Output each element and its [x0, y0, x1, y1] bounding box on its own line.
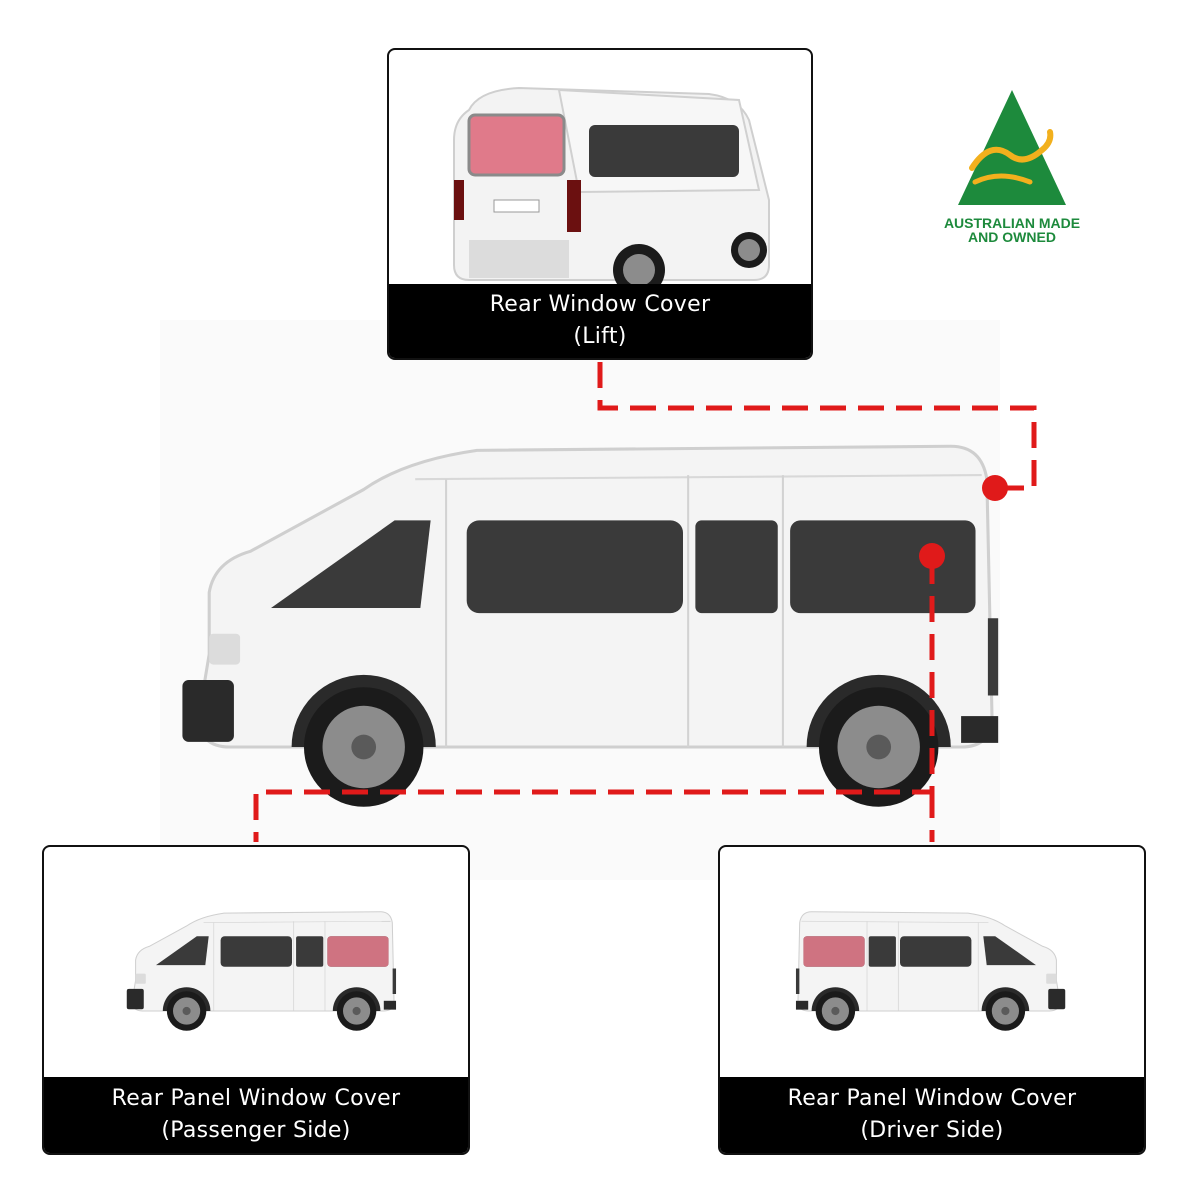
logo-text-line1: AUSTRALIAN MADE — [944, 215, 1080, 231]
connector-passenger — [253, 558, 935, 842]
card-driver-side: Rear Panel Window Cover (Driver Side) — [718, 845, 1146, 1155]
logo-text-line2: AND OWNED — [968, 229, 1056, 245]
connector-rear — [597, 362, 1037, 491]
rear-van-thumbnail — [452, 86, 771, 288]
caption-rear-line1: Rear Window Cover — [489, 292, 711, 317]
passenger-van-thumbnail — [126, 911, 397, 1032]
marker-dot-side — [919, 543, 945, 569]
card-passenger-side: Rear Panel Window Cover (Passenger Side) — [42, 845, 470, 1155]
australian-made-logo: AUSTRALIAN MADE AND OWNED — [944, 90, 1080, 245]
card-rear-window-cover: Rear Window Cover (Lift) — [387, 48, 813, 360]
caption-driver-line1: Rear Panel Window Cover — [787, 1086, 1077, 1111]
caption-rear: Rear Window Cover (Lift) — [389, 284, 811, 358]
connector-lines — [253, 362, 1037, 842]
driver-van-thumbnail — [795, 911, 1066, 1032]
caption-passenger: Rear Panel Window Cover (Passenger Side) — [44, 1077, 468, 1153]
marker-dot-rear — [982, 475, 1008, 501]
caption-passenger-line2: (Passenger Side) — [161, 1118, 351, 1143]
caption-passenger-line1: Rear Panel Window Cover — [111, 1086, 401, 1111]
caption-rear-line2: (Lift) — [573, 324, 627, 349]
caption-driver-line2: (Driver Side) — [860, 1118, 1004, 1143]
caption-driver: Rear Panel Window Cover (Driver Side) — [720, 1077, 1144, 1153]
